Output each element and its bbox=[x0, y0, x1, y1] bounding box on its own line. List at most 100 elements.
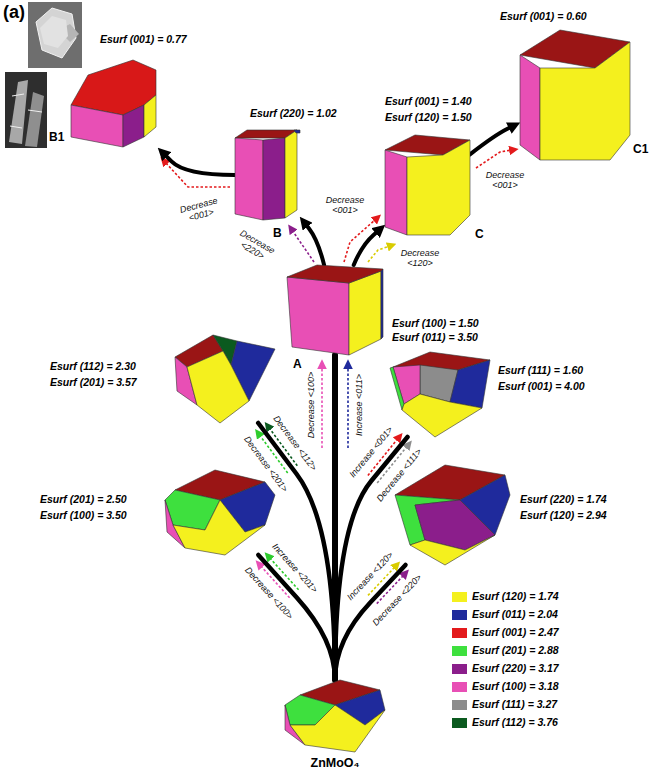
text-anchor: Decrease <220> bbox=[255, 246, 301, 266]
text-anchor: Esurf (201) = 2.50 bbox=[40, 493, 127, 506]
surface-energy-label: Esurf (201) = 2.50 bbox=[40, 493, 127, 506]
text-anchor: Increase <201> bbox=[295, 568, 360, 578]
text-anchor: Esurf (001) = 4.00 bbox=[498, 380, 585, 393]
crystal-face bbox=[290, 705, 385, 752]
crystal-shape bbox=[287, 265, 383, 355]
crystal-face bbox=[349, 271, 381, 355]
text-anchor: Esurf (120) = 1.74 bbox=[472, 590, 559, 603]
legend-swatch bbox=[452, 646, 467, 656]
text-anchor: Esurf (100) = 3.18 bbox=[472, 680, 559, 693]
crystal-face bbox=[71, 105, 123, 147]
crystal-letter: C1 bbox=[633, 142, 648, 156]
legend-text: Esurf (100) = 3.18 bbox=[472, 680, 559, 693]
crystal-node: Esurf (201) = 2.50Esurf (100) = 3.50 bbox=[165, 470, 275, 555]
legend-text: Esurf (220) = 3.17 bbox=[472, 662, 559, 675]
text-anchor: Decrease <120> bbox=[420, 258, 466, 278]
crystal-node: Esurf (220) = 1.74Esurf (120) = 2.94 bbox=[395, 465, 510, 565]
legend-text: Esurf (001) = 2.47 bbox=[472, 626, 559, 639]
crystal-node: Esurf (001) = 0.77B1 bbox=[68, 55, 158, 150]
surface-energy-label: Esurf (011) = 3.50 bbox=[392, 331, 478, 344]
crystal-face bbox=[385, 150, 407, 235]
crystal-node: Esurf (001) = 0.60C1 bbox=[520, 30, 630, 160]
legend-swatch bbox=[452, 592, 467, 602]
crystal-face bbox=[263, 138, 285, 220]
text-anchor: Increase <011> bbox=[359, 405, 423, 415]
crystal-face bbox=[390, 367, 404, 410]
crystal-node: Esurf (112) = 2.30Esurf (201) = 3.57 bbox=[175, 335, 275, 423]
text-anchor: (a) bbox=[3, 2, 25, 22]
branch-connector bbox=[470, 127, 511, 154]
crystal-face bbox=[144, 95, 156, 137]
surface-energy-label: Esurf (100) = 3.50 bbox=[40, 509, 127, 522]
text-anchor: Esurf (001) = 1.40 bbox=[385, 95, 472, 108]
text-anchor: Esurf (100) = 3.50 bbox=[40, 509, 127, 522]
text-anchor: Decrease <100> bbox=[269, 593, 338, 603]
legend-swatch bbox=[452, 700, 467, 710]
legend-swatch bbox=[452, 682, 467, 692]
crystal-node: Esurf (111) = 1.60Esurf (001) = 4.00 bbox=[390, 352, 495, 437]
surface-energy-label: Esurf (112) = 2.30 bbox=[50, 360, 136, 373]
arrow-label: Increase <011> bbox=[354, 373, 364, 437]
surface-energy-label: Esurf (120) = 1.50 bbox=[385, 111, 472, 124]
legend-text: Esurf (112) = 3.76 bbox=[472, 716, 558, 729]
text-anchor: C1 bbox=[633, 142, 648, 156]
crystal-face bbox=[235, 138, 263, 220]
arrow-label: Decrease <120> bbox=[397, 248, 443, 268]
crystal-letter: B1 bbox=[49, 130, 64, 144]
arrow-label: Decrease <220> bbox=[230, 226, 280, 266]
branch-connector bbox=[165, 155, 235, 175]
branch-connector bbox=[306, 225, 324, 265]
text-anchor: A bbox=[293, 357, 302, 371]
panel-label: (a) bbox=[3, 2, 25, 22]
arrow-label: Decrease <100> bbox=[242, 564, 295, 622]
text-anchor: Esurf (100) = 1.50 bbox=[392, 317, 479, 330]
crystal-shape bbox=[235, 130, 300, 220]
arrow-label: Decrease <001> bbox=[482, 170, 528, 190]
text-anchor: Esurf (111) = 3.27 bbox=[472, 698, 557, 711]
crystal-face bbox=[407, 140, 470, 235]
text-anchor: Decrease <100> bbox=[311, 405, 380, 415]
crystal-shape bbox=[68, 55, 158, 150]
crystal-face bbox=[287, 277, 349, 355]
sem-image bbox=[5, 72, 47, 148]
text-anchor: B bbox=[273, 226, 282, 240]
text-anchor: Esurf (220) = 1.02 bbox=[250, 107, 337, 120]
crystal-node: Esurf (001) = 1.40Esurf (120) = 1.50C bbox=[385, 135, 470, 240]
arrow-label: Decrease <001> bbox=[322, 195, 368, 215]
text-anchor: Esurf (001) = 2.47 bbox=[472, 626, 559, 639]
crystal-face bbox=[450, 360, 490, 408]
text-anchor: Esurf (220) = 3.17 bbox=[472, 662, 559, 675]
text-anchor: Esurf (120) = 2.94 bbox=[520, 509, 607, 522]
crystal-face bbox=[410, 535, 495, 565]
legend-swatch bbox=[452, 610, 467, 620]
text-anchor: Decrease <001> bbox=[505, 180, 551, 200]
text-anchor: Esurf (011) = 3.50 bbox=[392, 331, 478, 344]
crystal-face bbox=[287, 265, 383, 283]
crystal-face bbox=[294, 130, 300, 133]
crystal-shape bbox=[520, 30, 630, 160]
legend-swatch bbox=[452, 718, 467, 728]
crystal-letter: A bbox=[293, 357, 302, 371]
crystal-shape bbox=[165, 470, 275, 555]
legend-text: Esurf (201) = 2.88 bbox=[472, 644, 559, 657]
text-anchor: Decrease <112> bbox=[295, 443, 363, 453]
legend-swatch bbox=[452, 664, 467, 674]
compound-label: ZnMoO₄ bbox=[285, 756, 385, 771]
text-anchor: Decrease <201> bbox=[266, 464, 335, 474]
text-anchor: Increase <120> bbox=[370, 576, 435, 586]
text-anchor: Esurf (001) = 0.60 bbox=[500, 10, 587, 23]
text-anchor: Esurf (220) = 1.74 bbox=[520, 493, 607, 506]
crystal-face bbox=[187, 351, 249, 423]
crystal-face bbox=[540, 42, 630, 160]
legend-text: Esurf (011) = 2.04 bbox=[472, 608, 558, 621]
text-anchor: Esurf (120) = 1.50 bbox=[385, 111, 472, 124]
arrow-label: Increase <201> bbox=[270, 541, 321, 596]
crystal-shape bbox=[175, 335, 275, 423]
surface-energy-label: Esurf (111) = 1.60 bbox=[498, 364, 583, 377]
arrow-label: Decrease <220> bbox=[369, 572, 423, 629]
surface-energy-label: Esurf (001) = 1.40 bbox=[385, 95, 472, 108]
crystal-node: Esurf (220) = 1.02B bbox=[235, 130, 300, 220]
crystal-face bbox=[402, 394, 482, 437]
surface-energy-label: Esurf (001) = 0.60 bbox=[500, 10, 587, 23]
arrow-label: Increase <120> bbox=[344, 549, 396, 603]
